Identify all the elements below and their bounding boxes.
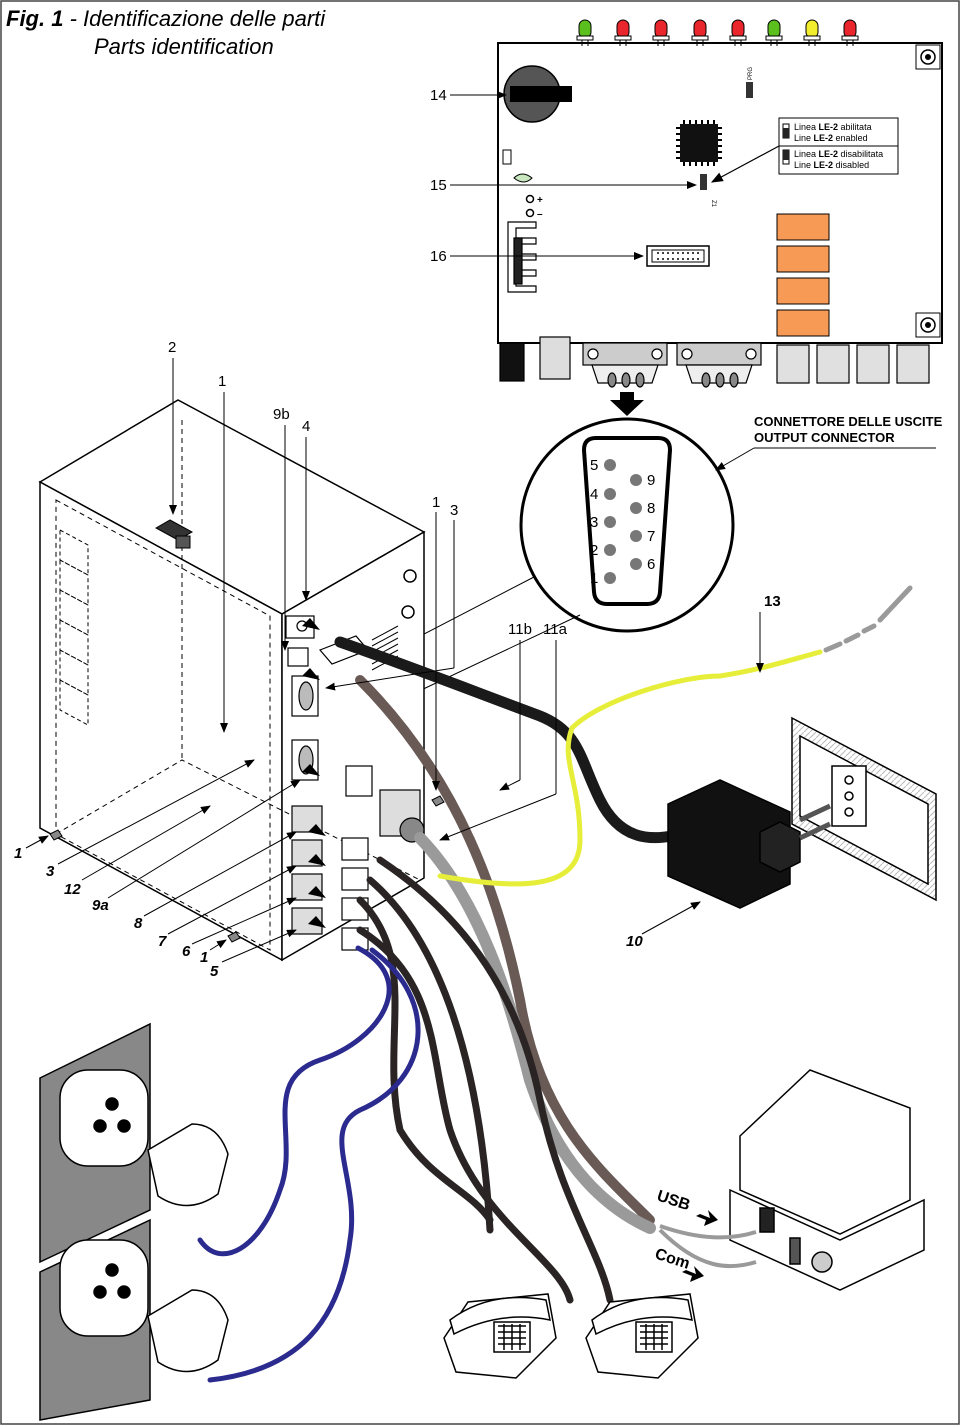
jumper-label: Z1 [710, 200, 716, 208]
le2-jumper [700, 174, 707, 190]
callout-3a: 3 [450, 502, 458, 519]
svg-text:3: 3 [590, 514, 598, 531]
figure-title: Fig. 1 - Identificazione delle parti [6, 6, 325, 32]
legend-enabled-en: Line LE-2 enabled [794, 133, 868, 143]
led-yellow [803, 19, 821, 46]
pin-column-left: 5 4 3 2 1 [590, 457, 616, 587]
com-arrow [682, 1266, 704, 1282]
callout-2: 2 [168, 339, 176, 356]
led-red-5 [841, 19, 859, 46]
telephone-1 [443, 1293, 557, 1379]
telephone-2 [585, 1293, 699, 1379]
callout-1d: 1 [200, 949, 208, 966]
enclosure-callouts: 2 1 9b 4 1 3 11b 11a 13 1 3 12 9a 8 7 6 [14, 339, 781, 980]
callout-11b: 11b [508, 621, 532, 638]
screws [49, 795, 445, 943]
callout-10: 10 [626, 933, 643, 950]
callout-7: 7 [158, 933, 167, 950]
callout-1a: 1 [218, 373, 226, 390]
power-adapter [667, 779, 832, 909]
prg-label: PRG [748, 67, 754, 80]
personal-computer [729, 1069, 925, 1291]
svg-text:8: 8 [647, 500, 655, 517]
led-red-3 [691, 19, 709, 46]
led-green-1 [576, 19, 594, 46]
callout-9a: 9a [92, 897, 109, 914]
usb-arrow [696, 1210, 718, 1226]
figure-number: Fig. 1 [6, 6, 64, 31]
db9-serial-connector [676, 342, 762, 388]
callout-5: 5 [210, 963, 219, 980]
led-red-2 [652, 19, 670, 46]
callout-14: 14 [430, 87, 447, 104]
pcb-callouts: 14 15 16 [430, 87, 697, 265]
pcb-bottom-connectors [499, 336, 930, 388]
status-leds [576, 19, 859, 46]
phone-wall-outlets [39, 1022, 229, 1421]
callout-12: 12 [64, 881, 81, 898]
legend-disabled-it: Linea LE-2 disabilitata [794, 149, 883, 159]
callout-11a: 11a [543, 621, 568, 638]
port-arrows [302, 618, 326, 928]
usb-label: USB [655, 1188, 692, 1215]
legend-disabled-en: Line LE-2 disabled [794, 160, 869, 170]
pc-port-labels: USB Com [653, 1188, 718, 1282]
led-green-2 [765, 19, 783, 46]
power-terminal [502, 149, 512, 165]
callout-9b: 9b [273, 406, 290, 423]
svg-text:9: 9 [647, 472, 655, 489]
callout-1c: 1 [14, 845, 22, 862]
callout-8: 8 [134, 915, 143, 932]
enclosure [38, 399, 426, 962]
prg-jumper [746, 82, 753, 98]
output-connector-title-it: CONNETTORE DELLE USCITE [754, 414, 943, 429]
lid-clip [154, 519, 194, 549]
circuit-board: PRG + – Z1 [497, 42, 943, 344]
internal-board-outline [59, 529, 89, 726]
title-separator: - [63, 6, 84, 31]
power-led [513, 173, 533, 183]
output-connector-zoom: 5 4 3 2 1 9 8 7 6 CONNETTORE DELLE USCIT… [373, 414, 943, 701]
heat-sink [507, 221, 537, 293]
callout-3b: 3 [46, 863, 55, 880]
svg-text:5: 5 [590, 457, 598, 474]
figure-title-en: Parts identification [94, 34, 274, 59]
svg-text:4: 4 [590, 486, 598, 503]
callout-1b: 1 [432, 494, 440, 511]
legend-enabled-it: Linea LE-2 abilitata [794, 122, 872, 132]
svg-text:2: 2 [590, 542, 598, 559]
callout-16: 16 [430, 248, 447, 265]
db9-output-connector [582, 342, 668, 388]
callout-4: 4 [302, 418, 310, 435]
output-connector-title-en: OUTPUT CONNECTOR [754, 430, 895, 445]
relay-bank [776, 213, 830, 337]
svg-text:6: 6 [647, 556, 655, 573]
figure-title-it: Identificazione delle parti [83, 6, 326, 31]
callout-15: 15 [430, 177, 447, 194]
svg-text:1: 1 [590, 570, 598, 587]
cables [197, 585, 913, 1383]
jumper-legend: Linea LE-2 abilitata Line LE-2 enabled L… [710, 117, 899, 183]
callout-6: 6 [182, 943, 191, 960]
svg-text:7: 7 [647, 528, 655, 545]
microcontroller-chip [676, 120, 722, 166]
zoom-arrow [610, 392, 644, 416]
callout-13: 13 [764, 593, 781, 610]
flat-cable-connector [646, 245, 710, 267]
led-red-4 [729, 19, 747, 46]
pc-cables [658, 1224, 757, 1269]
power-minus-label: – [537, 209, 543, 220]
wall-outlet-right [791, 716, 937, 902]
power-plus-label: + [537, 195, 543, 206]
pin-column-right: 9 8 7 6 [630, 472, 655, 573]
led-red-1 [614, 19, 632, 46]
